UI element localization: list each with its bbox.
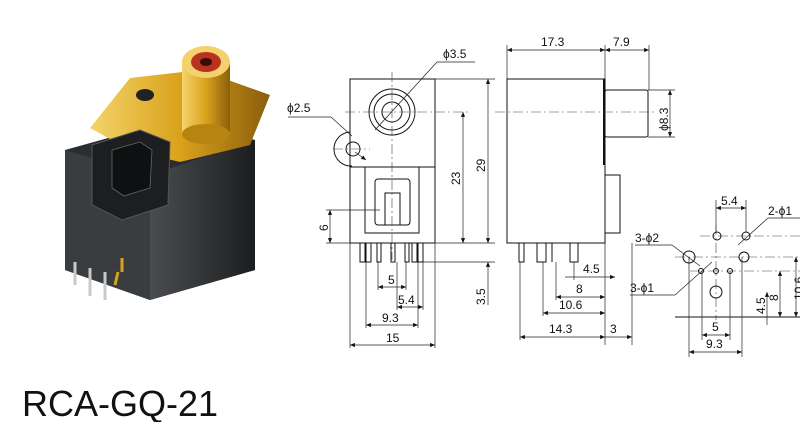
dim-10-6: 10.6	[559, 298, 583, 312]
product-photo	[65, 46, 270, 300]
dim-d8-3: ϕ8.3	[657, 107, 671, 131]
dim-23: 23	[449, 171, 463, 185]
dim-6: 6	[317, 224, 331, 231]
dim-14-3: 14.3	[549, 322, 573, 336]
rca-jack	[182, 46, 230, 144]
dim-3-5: 3.5	[474, 288, 488, 305]
side-view: 17.3 7.9 ϕ8.3 4.5 8 10.6 14.3 3	[495, 35, 675, 345]
dim-8: 8	[576, 282, 583, 296]
pcb-footprint: 5.4 2-ϕ1 3-ϕ2 3-ϕ1 5 9.3 4.5 8 10.6	[630, 194, 800, 357]
dim-7-9: 7.9	[613, 35, 630, 49]
dim-3: 3	[610, 322, 617, 336]
model-title: RCA-GQ-21	[22, 383, 218, 422]
fp-dim-4-5: 4.5	[754, 297, 768, 314]
fp-holes-3-d2: 3-ϕ2	[635, 231, 659, 245]
fp-dim-10-6: 10.6	[792, 276, 800, 300]
dim-17-3: 17.3	[541, 35, 565, 49]
fp-dim-8: 8	[767, 294, 781, 301]
optical-port	[91, 129, 171, 221]
fp-holes-3-d1: 3-ϕ1	[630, 281, 654, 295]
dim-d3-5: ϕ3.5	[443, 47, 467, 61]
dim-5-4: 5.4	[398, 293, 415, 307]
dim-d2-5: ϕ2.5	[287, 101, 311, 115]
dim-29: 29	[474, 158, 488, 172]
front-view: 6 23 29 3.5 ϕ2.5 ϕ3.5 5 5.4 9.3 15	[287, 47, 495, 348]
dim-4-5: 4.5	[583, 262, 600, 276]
pins	[73, 258, 124, 300]
dim-5: 5	[388, 273, 395, 287]
fp-dim-9-3: 9.3	[706, 337, 723, 351]
dim-9-3: 9.3	[382, 311, 399, 325]
fp-dim-5: 5	[712, 320, 719, 334]
dim-15: 15	[386, 331, 400, 345]
fp-dim-5-4: 5.4	[721, 194, 738, 208]
fp-holes-2-d1: 2-ϕ1	[768, 204, 792, 218]
